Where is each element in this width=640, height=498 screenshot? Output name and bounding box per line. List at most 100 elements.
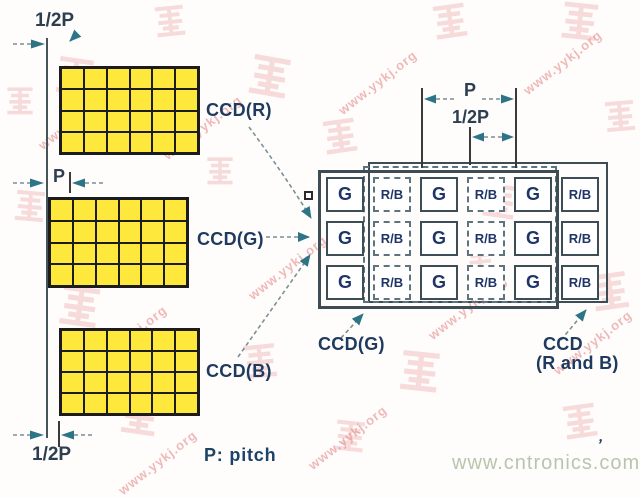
pitch-definition-note: P: pitch	[204, 445, 277, 465]
pixel-cell	[95, 199, 119, 221]
pixel-cell	[118, 199, 142, 221]
pixel-cell	[106, 351, 130, 372]
pixel-cell	[83, 131, 107, 153]
pixel-cell	[50, 220, 73, 243]
pixel-cell	[129, 393, 153, 414]
pixel-cell	[83, 351, 107, 372]
dim-arrowhead	[30, 178, 44, 188]
pixel-cell	[129, 110, 153, 132]
ccd-g-label: CCD(G)	[197, 229, 264, 249]
pixel-cell	[141, 242, 165, 265]
combined-cell-rb: R/B	[373, 221, 411, 256]
combined-cell-g: G	[420, 177, 458, 212]
pixel-cell	[152, 393, 176, 414]
pixel-cell	[129, 68, 153, 90]
pixel-cell	[61, 330, 84, 351]
dim-arrowhead	[72, 178, 85, 188]
mini-tick-arrow	[69, 29, 82, 42]
combined-cell-rb: R/B	[561, 221, 599, 256]
pixel-cell	[152, 351, 176, 372]
pixel-cell	[118, 220, 142, 243]
pixel-cell	[106, 68, 130, 90]
ccd-rb-label-line2: (R and B)	[536, 353, 619, 373]
pixel-cell	[175, 89, 198, 111]
pixel-cell	[50, 242, 73, 265]
pixel-cell	[152, 110, 176, 132]
pixel-cell	[129, 131, 153, 153]
combined-cell-g: G	[514, 265, 552, 300]
pixel-cell	[72, 264, 96, 286]
pixel-cell	[61, 68, 84, 90]
combined-cell-rb: R/B	[467, 177, 505, 212]
combined-cell-rb: R/B	[561, 177, 599, 212]
pixel-cell	[175, 351, 198, 372]
half-pitch-top-label: 1/2P	[35, 10, 75, 31]
pixel-cell	[83, 393, 107, 414]
pixel-cell	[164, 242, 187, 265]
combined-cell-g: G	[514, 221, 552, 256]
ccd-b-arrow	[237, 254, 311, 358]
combined-cell-rb: R/B	[373, 177, 411, 212]
dim-arrowhead	[31, 39, 45, 49]
dim-arrowhead	[61, 430, 74, 440]
pixel-cell	[50, 264, 73, 286]
pixel-cell	[118, 242, 142, 265]
pixel-cell	[175, 393, 198, 414]
pixel-cell	[129, 89, 153, 111]
pixel-cell	[83, 89, 107, 111]
pixel-cell	[175, 372, 198, 393]
pixel-cell	[61, 393, 84, 414]
pixel-cell	[141, 264, 165, 286]
pixel-cell	[141, 220, 165, 243]
pitch-top-label: P	[462, 80, 479, 101]
dim-arrowhead	[30, 430, 44, 440]
pixel-cell	[106, 372, 130, 393]
pixel-cell	[83, 68, 107, 90]
pixel-cell	[83, 372, 107, 393]
pixel-cell	[129, 351, 153, 372]
pixel-cell	[72, 220, 96, 243]
combined-cell-rb: R/B	[467, 221, 505, 256]
pixel-cell	[106, 89, 130, 111]
combined-cell-g: G	[326, 221, 364, 256]
pixel-cell	[175, 68, 198, 90]
combined-cell-g: G	[420, 265, 458, 300]
pixel-cell	[83, 330, 107, 351]
pixel-cell	[141, 199, 165, 221]
pixel-cell	[175, 110, 198, 132]
pixel-cell	[106, 131, 130, 153]
dim-arrowhead	[472, 132, 484, 142]
pixel-cell	[152, 68, 176, 90]
pixel-cell	[106, 110, 130, 132]
half-pitch-right-label: 1/2P	[452, 107, 490, 127]
pixel-cell	[152, 372, 176, 393]
ccd-r-label: CCD(R)	[206, 100, 272, 120]
combined-cell-rb: R/B	[373, 265, 411, 300]
small-square-marker	[304, 191, 313, 200]
pixel-cell	[72, 242, 96, 265]
ccd-b-pixel-grid	[59, 328, 200, 416]
combined-cell-g: G	[514, 177, 552, 212]
pixel-cell	[152, 131, 176, 153]
ccd-g-bottom-label: CCD(G)	[318, 334, 385, 354]
pixel-cell	[72, 199, 96, 221]
dim-arrowhead	[502, 132, 514, 142]
pixel-cell	[83, 110, 107, 132]
pixel-cell	[61, 110, 84, 132]
pixel-cell	[95, 264, 119, 286]
ccd-r-pixel-grid	[59, 66, 200, 155]
pitch-mid-label: P	[53, 166, 66, 186]
pixel-cell	[106, 393, 130, 414]
pixel-cell	[175, 330, 198, 351]
ccd-r-arrow	[248, 126, 312, 219]
ccd-pixel-shift-diagram: CCD(R) CCD(G) CCD(B) 1/2P P 1/2P P: pitc…	[13, 10, 639, 474]
pixel-cell	[50, 199, 73, 221]
pixel-cell	[175, 131, 198, 153]
dim-arrowhead	[501, 94, 514, 104]
pixel-cell	[152, 330, 176, 351]
ccd-rb-label-line1: CCD	[543, 334, 583, 354]
pixel-cell	[164, 199, 187, 221]
ccd-b-label: CCD(B)	[206, 361, 272, 381]
pixel-cell	[106, 330, 130, 351]
